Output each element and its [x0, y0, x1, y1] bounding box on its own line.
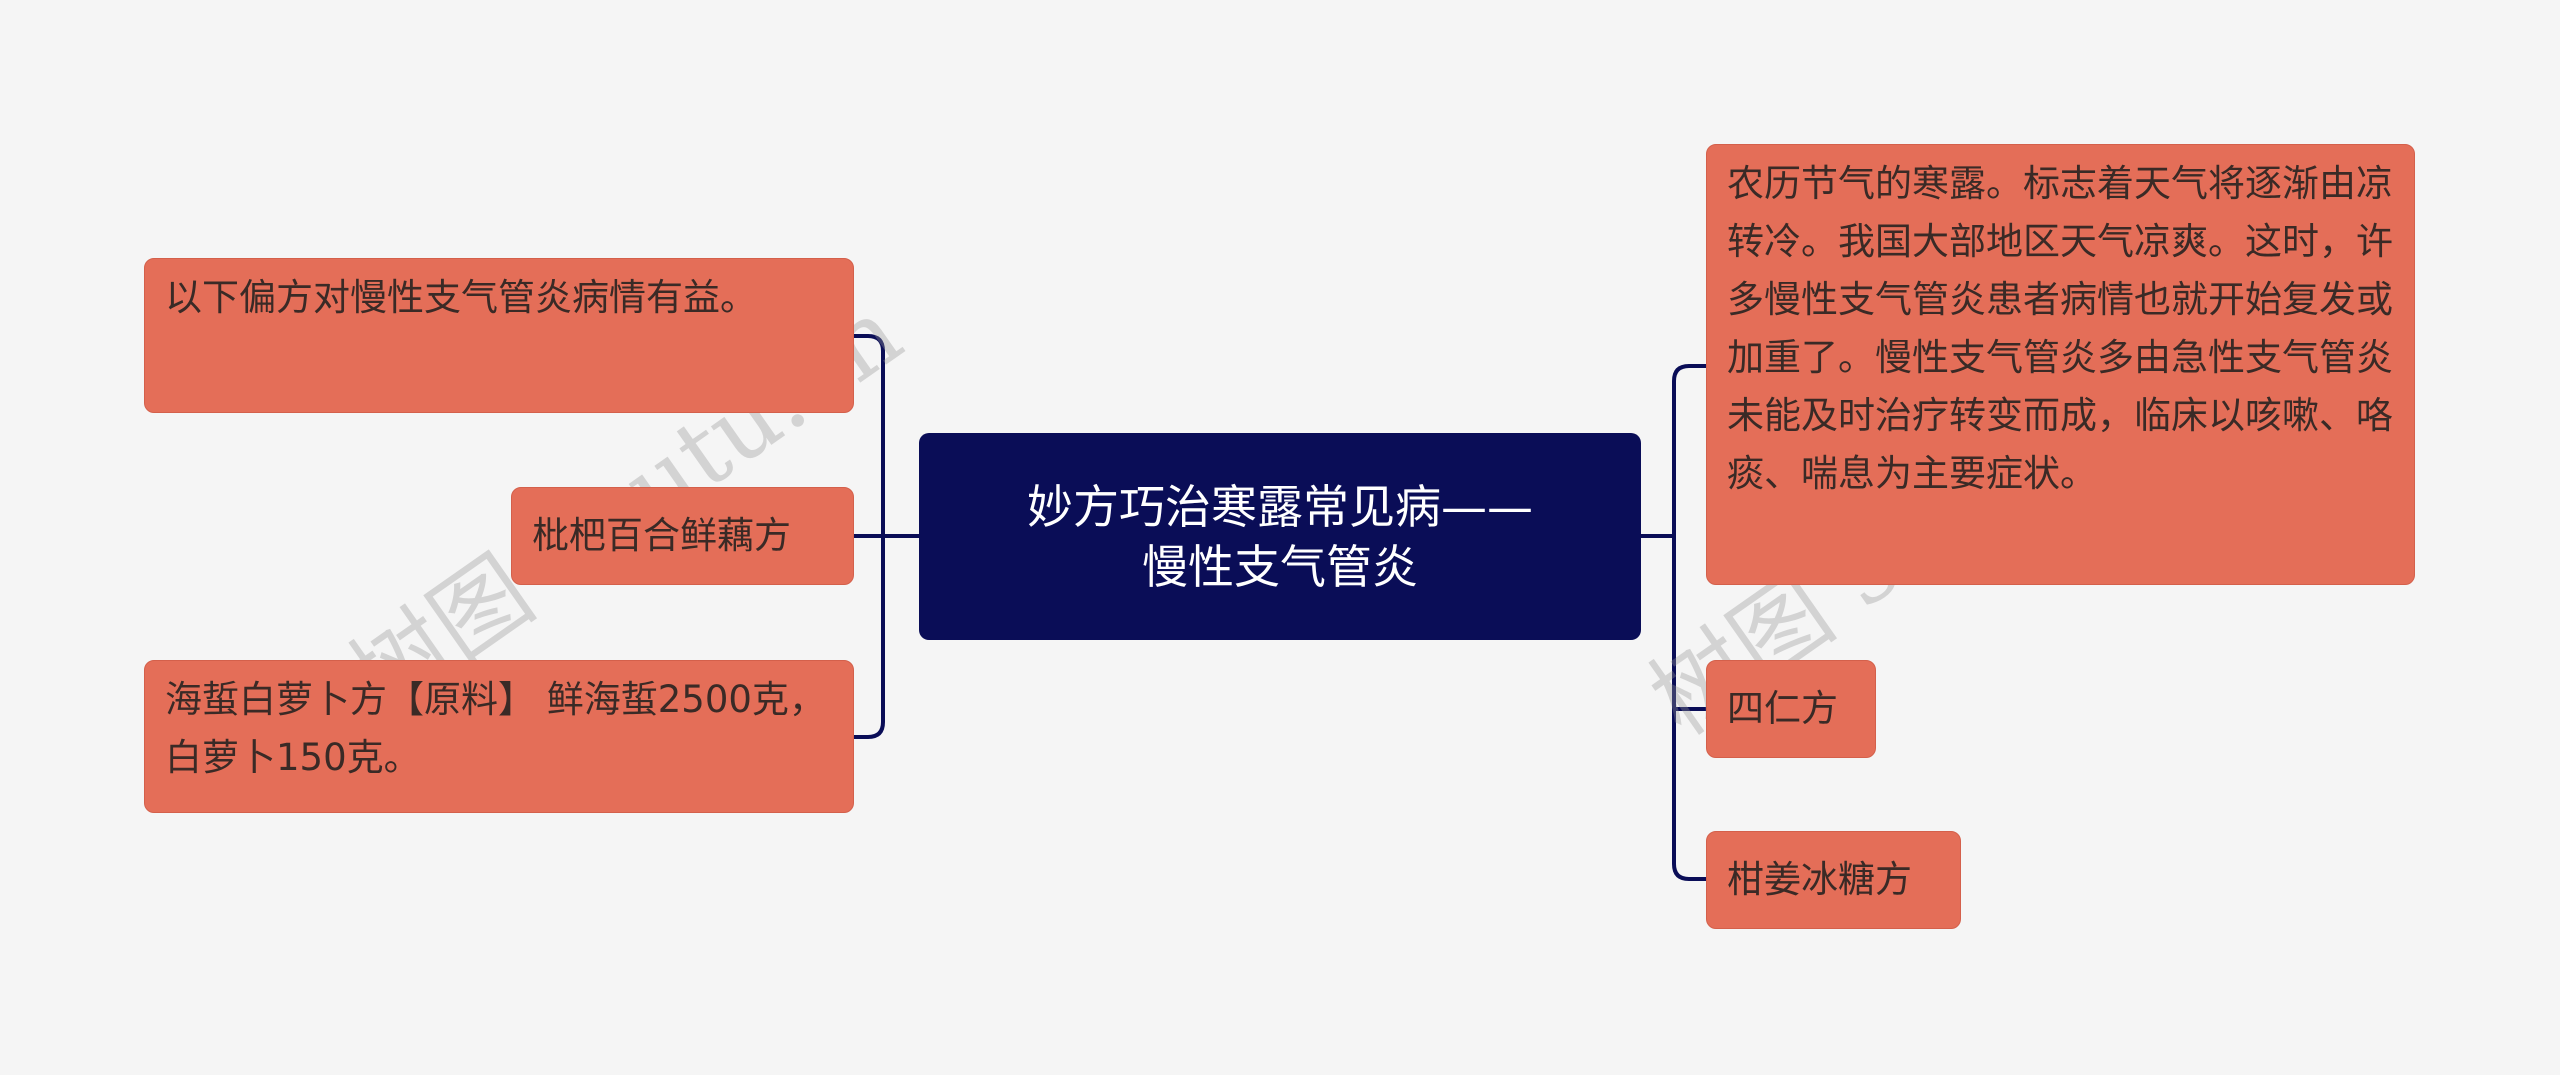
central-topic-line1: 妙方巧治寒露常见病—— [1027, 479, 1533, 534]
left-node-haizhe[interactable]: 海蜇白萝卜方【原料】 鲜海蜇2500克，白萝卜150克。 [144, 660, 854, 813]
right-node-siren[interactable]: 四仁方 [1706, 660, 1876, 758]
right-node-description[interactable]: 农历节气的寒露。标志着天气将逐渐由凉转冷。我国大部地区天气凉爽。这时，许多慢性支… [1706, 144, 2415, 585]
left-node-pipa[interactable]: 枇杷百合鲜藕方 [511, 487, 854, 585]
central-topic-line2: 慢性支气管炎 [1142, 539, 1418, 594]
central-topic[interactable]: 妙方巧治寒露常见病—— 慢性支气管炎 [919, 433, 1641, 640]
connector-right-spine [1672, 364, 1706, 881]
right-node-ganjiang[interactable]: 柑姜冰糖方 [1706, 831, 1961, 929]
left-node-intro[interactable]: 以下偏方对慢性支气管炎病情有益。 [144, 258, 854, 413]
